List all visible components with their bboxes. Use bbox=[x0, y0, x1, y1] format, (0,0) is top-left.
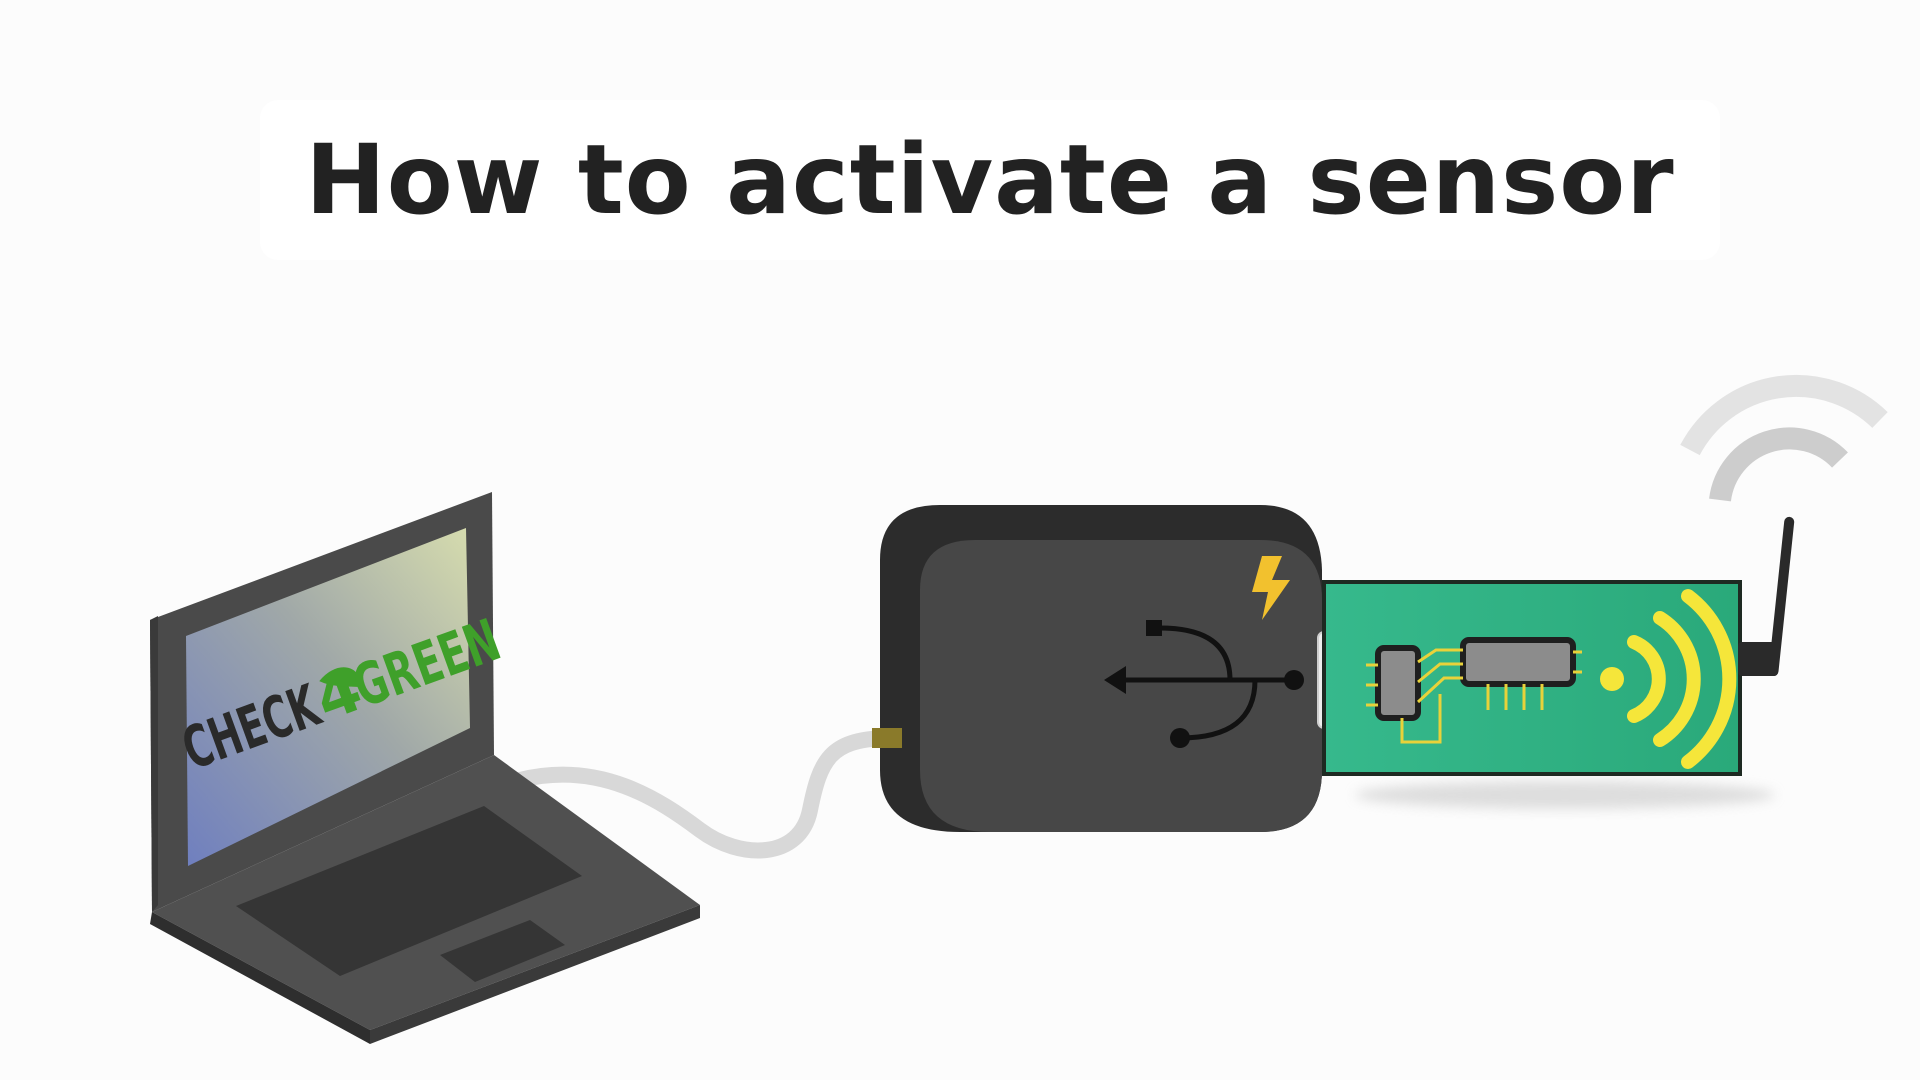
title-banner: How to activate a sensor bbox=[260, 100, 1720, 260]
cable-port bbox=[872, 728, 902, 748]
laptop-touchpad bbox=[440, 920, 565, 982]
usb-cable bbox=[512, 730, 893, 859]
usb-reader-device bbox=[872, 505, 1322, 832]
leaf-icon bbox=[319, 667, 362, 687]
page-title: How to activate a sensor bbox=[305, 124, 1675, 236]
pcb-traces bbox=[1366, 648, 1582, 744]
sensor-pcb bbox=[1322, 580, 1775, 809]
usb-icon bbox=[1112, 625, 1294, 741]
laptop-keyboard bbox=[236, 806, 582, 976]
antenna-icon bbox=[1680, 374, 1888, 677]
wifi-signal-icon bbox=[1627, 589, 1737, 769]
small-chip bbox=[1375, 645, 1421, 721]
laptop-screen bbox=[186, 528, 470, 866]
lightning-icon bbox=[1252, 556, 1290, 620]
main-chip bbox=[1460, 637, 1576, 687]
laptop bbox=[150, 492, 700, 1044]
